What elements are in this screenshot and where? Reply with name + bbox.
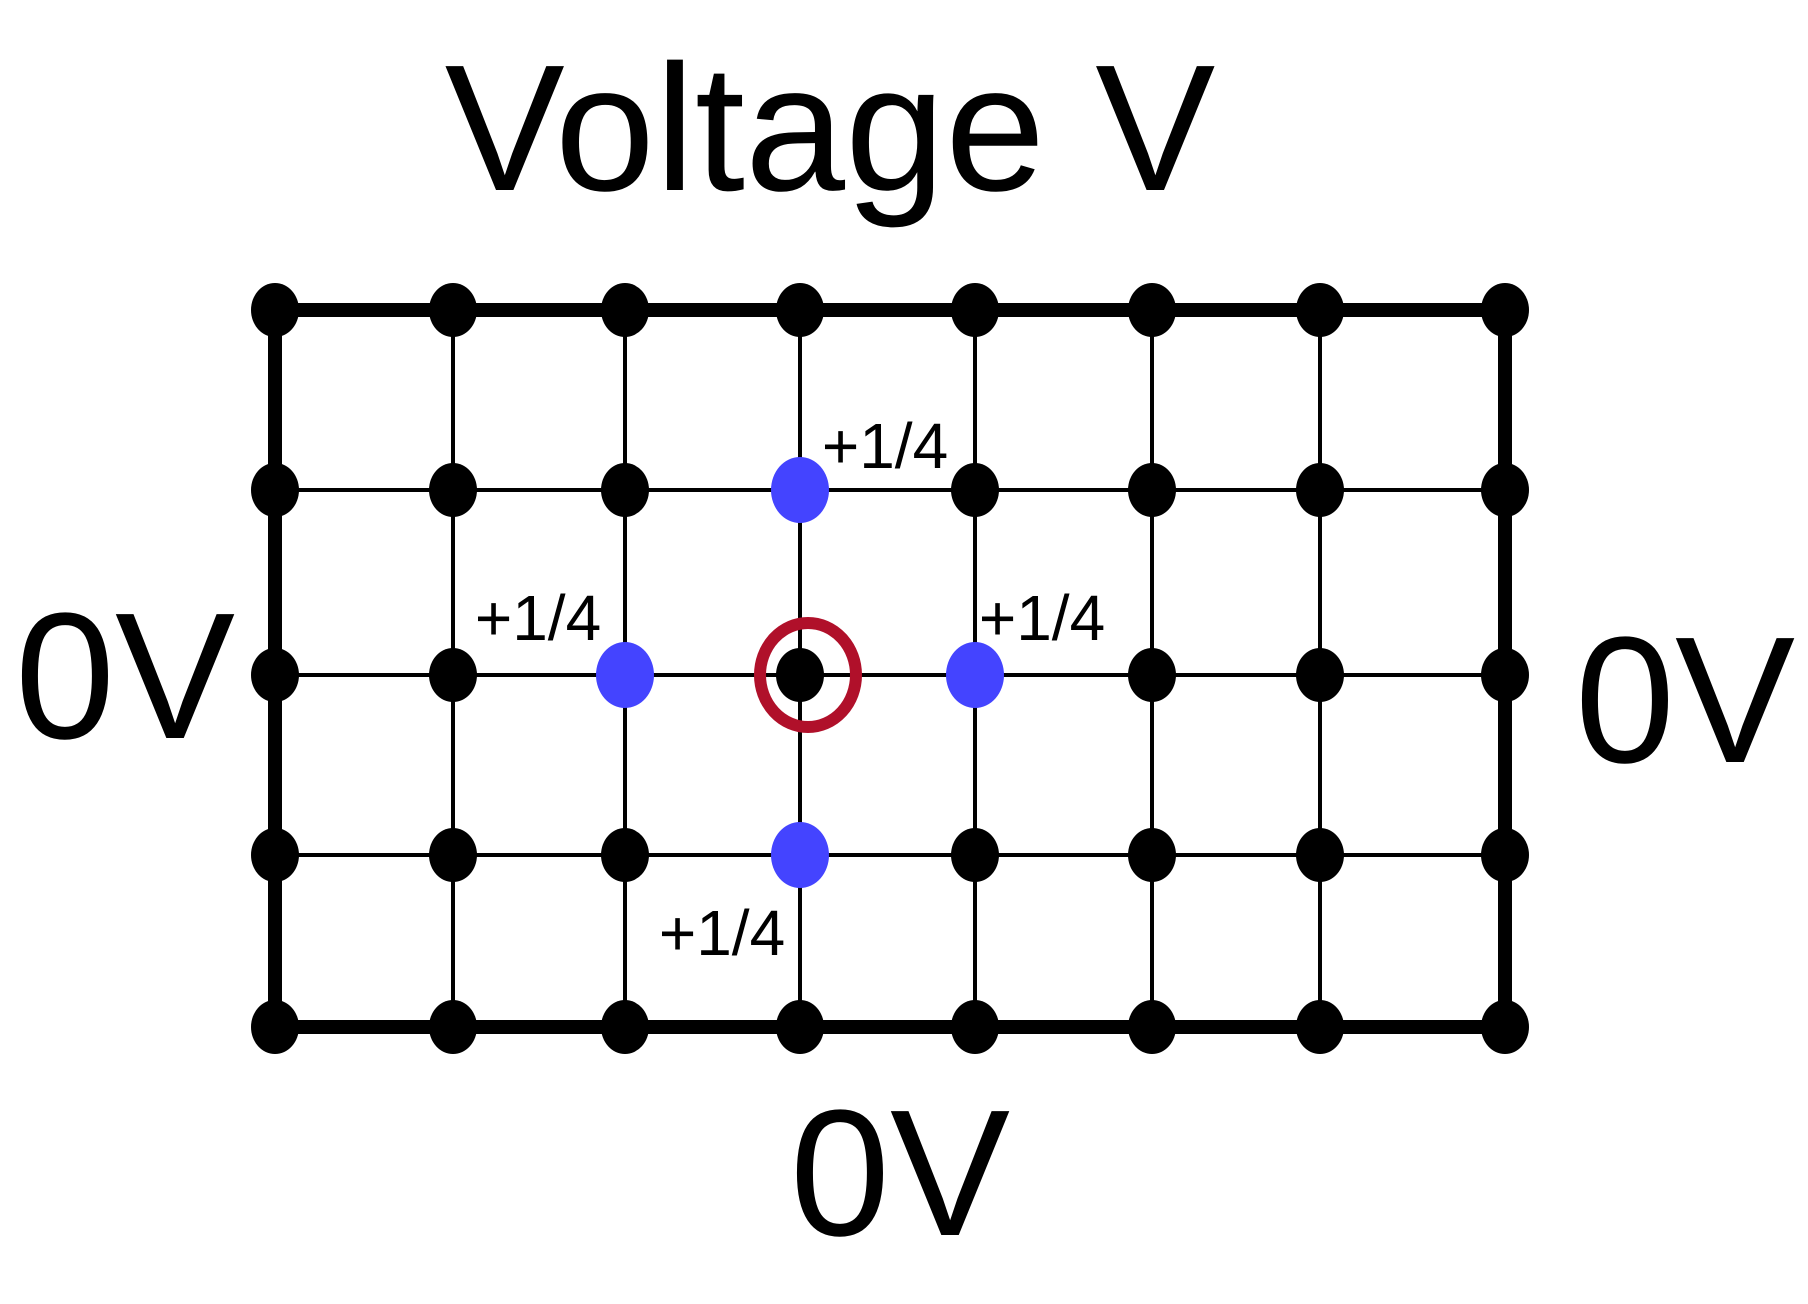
grid-node bbox=[1296, 828, 1344, 882]
grid-node bbox=[429, 1000, 477, 1054]
grid-node bbox=[601, 828, 649, 882]
grid-node bbox=[251, 283, 299, 337]
grid-node bbox=[1481, 828, 1529, 882]
grid-node bbox=[251, 648, 299, 702]
grid-node bbox=[1481, 463, 1529, 517]
grid-node bbox=[951, 283, 999, 337]
grid-node bbox=[429, 648, 477, 702]
grid-node bbox=[1481, 1000, 1529, 1054]
grid-node bbox=[1296, 283, 1344, 337]
neighbor-label-left: +1/4 bbox=[475, 582, 601, 654]
top-boundary-label: Voltage V bbox=[445, 28, 1216, 229]
grid-node bbox=[1296, 463, 1344, 517]
grid-node bbox=[1296, 648, 1344, 702]
left-boundary-label: 0V bbox=[15, 576, 235, 777]
grid-node bbox=[1128, 283, 1176, 337]
grid-node bbox=[1296, 1000, 1344, 1054]
grid-node bbox=[776, 1000, 824, 1054]
grid-node bbox=[601, 463, 649, 517]
neighbor-node-right bbox=[946, 642, 1004, 708]
grid-node bbox=[251, 1000, 299, 1054]
grid-node bbox=[951, 828, 999, 882]
neighbor-node-above bbox=[771, 457, 829, 523]
grid-node bbox=[776, 283, 824, 337]
grid-node bbox=[429, 828, 477, 882]
center-node-ring bbox=[754, 617, 862, 733]
neighbor-label-right: +1/4 bbox=[979, 582, 1105, 654]
grid-node bbox=[1128, 648, 1176, 702]
grid-nodes bbox=[251, 283, 1529, 1054]
bottom-boundary-label: 0V bbox=[790, 1073, 1010, 1274]
grid-node bbox=[251, 828, 299, 882]
neighbor-label-below: +1/4 bbox=[659, 897, 785, 969]
grid-node bbox=[601, 1000, 649, 1054]
neighbor-node-left bbox=[596, 642, 654, 708]
grid-node bbox=[1128, 463, 1176, 517]
grid-node bbox=[776, 648, 824, 702]
neighbor-label-above: +1/4 bbox=[822, 410, 948, 482]
neighbor-node-below bbox=[771, 822, 829, 888]
grid-node bbox=[1128, 1000, 1176, 1054]
grid-node bbox=[429, 283, 477, 337]
grid-node bbox=[1128, 828, 1176, 882]
right-boundary-label: 0V bbox=[1575, 600, 1795, 801]
grid-node bbox=[429, 463, 477, 517]
grid-node bbox=[951, 463, 999, 517]
grid-node bbox=[601, 283, 649, 337]
grid-node bbox=[1481, 648, 1529, 702]
grid-node bbox=[1481, 283, 1529, 337]
grid-node bbox=[251, 463, 299, 517]
grid-node bbox=[951, 1000, 999, 1054]
